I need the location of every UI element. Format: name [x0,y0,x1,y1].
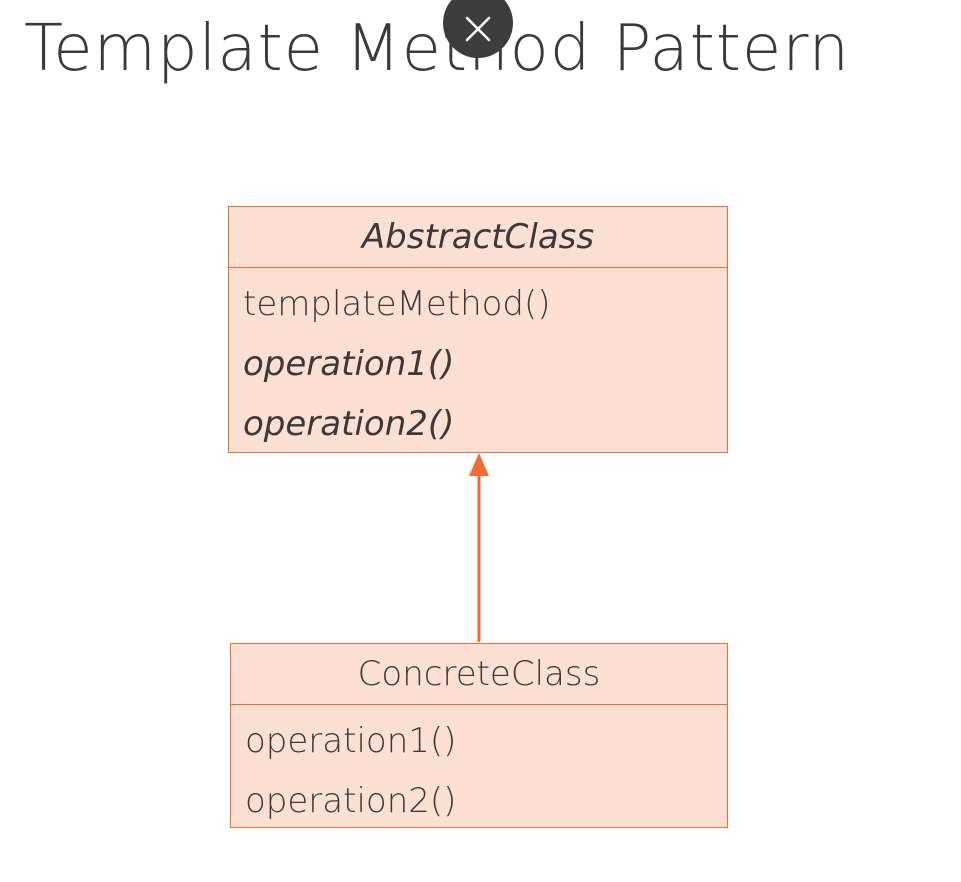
abstract-class-box: AbstractClass templateMethod() operation… [228,206,728,453]
inheritance-arrow-head [469,453,489,476]
close-button[interactable] [443,0,513,58]
abstract-class-method: operation2() [243,404,455,444]
concrete-class-method: operation1() [245,721,457,761]
abstract-class-method: operation1() [243,344,455,384]
concrete-class-box: ConcreteClass operation1() operation2() [230,643,728,828]
concrete-class-methods: operation1() operation2() [231,705,727,831]
page-title: Template Method Pattern [24,12,850,86]
abstract-class-name: AbstractClass [229,207,727,268]
abstract-class-method: templateMethod() [243,284,551,324]
abstract-class-methods: templateMethod() operation1() operation2… [229,268,727,454]
close-icon [465,16,491,42]
concrete-class-method: operation2() [245,781,457,821]
concrete-class-name: ConcreteClass [231,644,727,705]
